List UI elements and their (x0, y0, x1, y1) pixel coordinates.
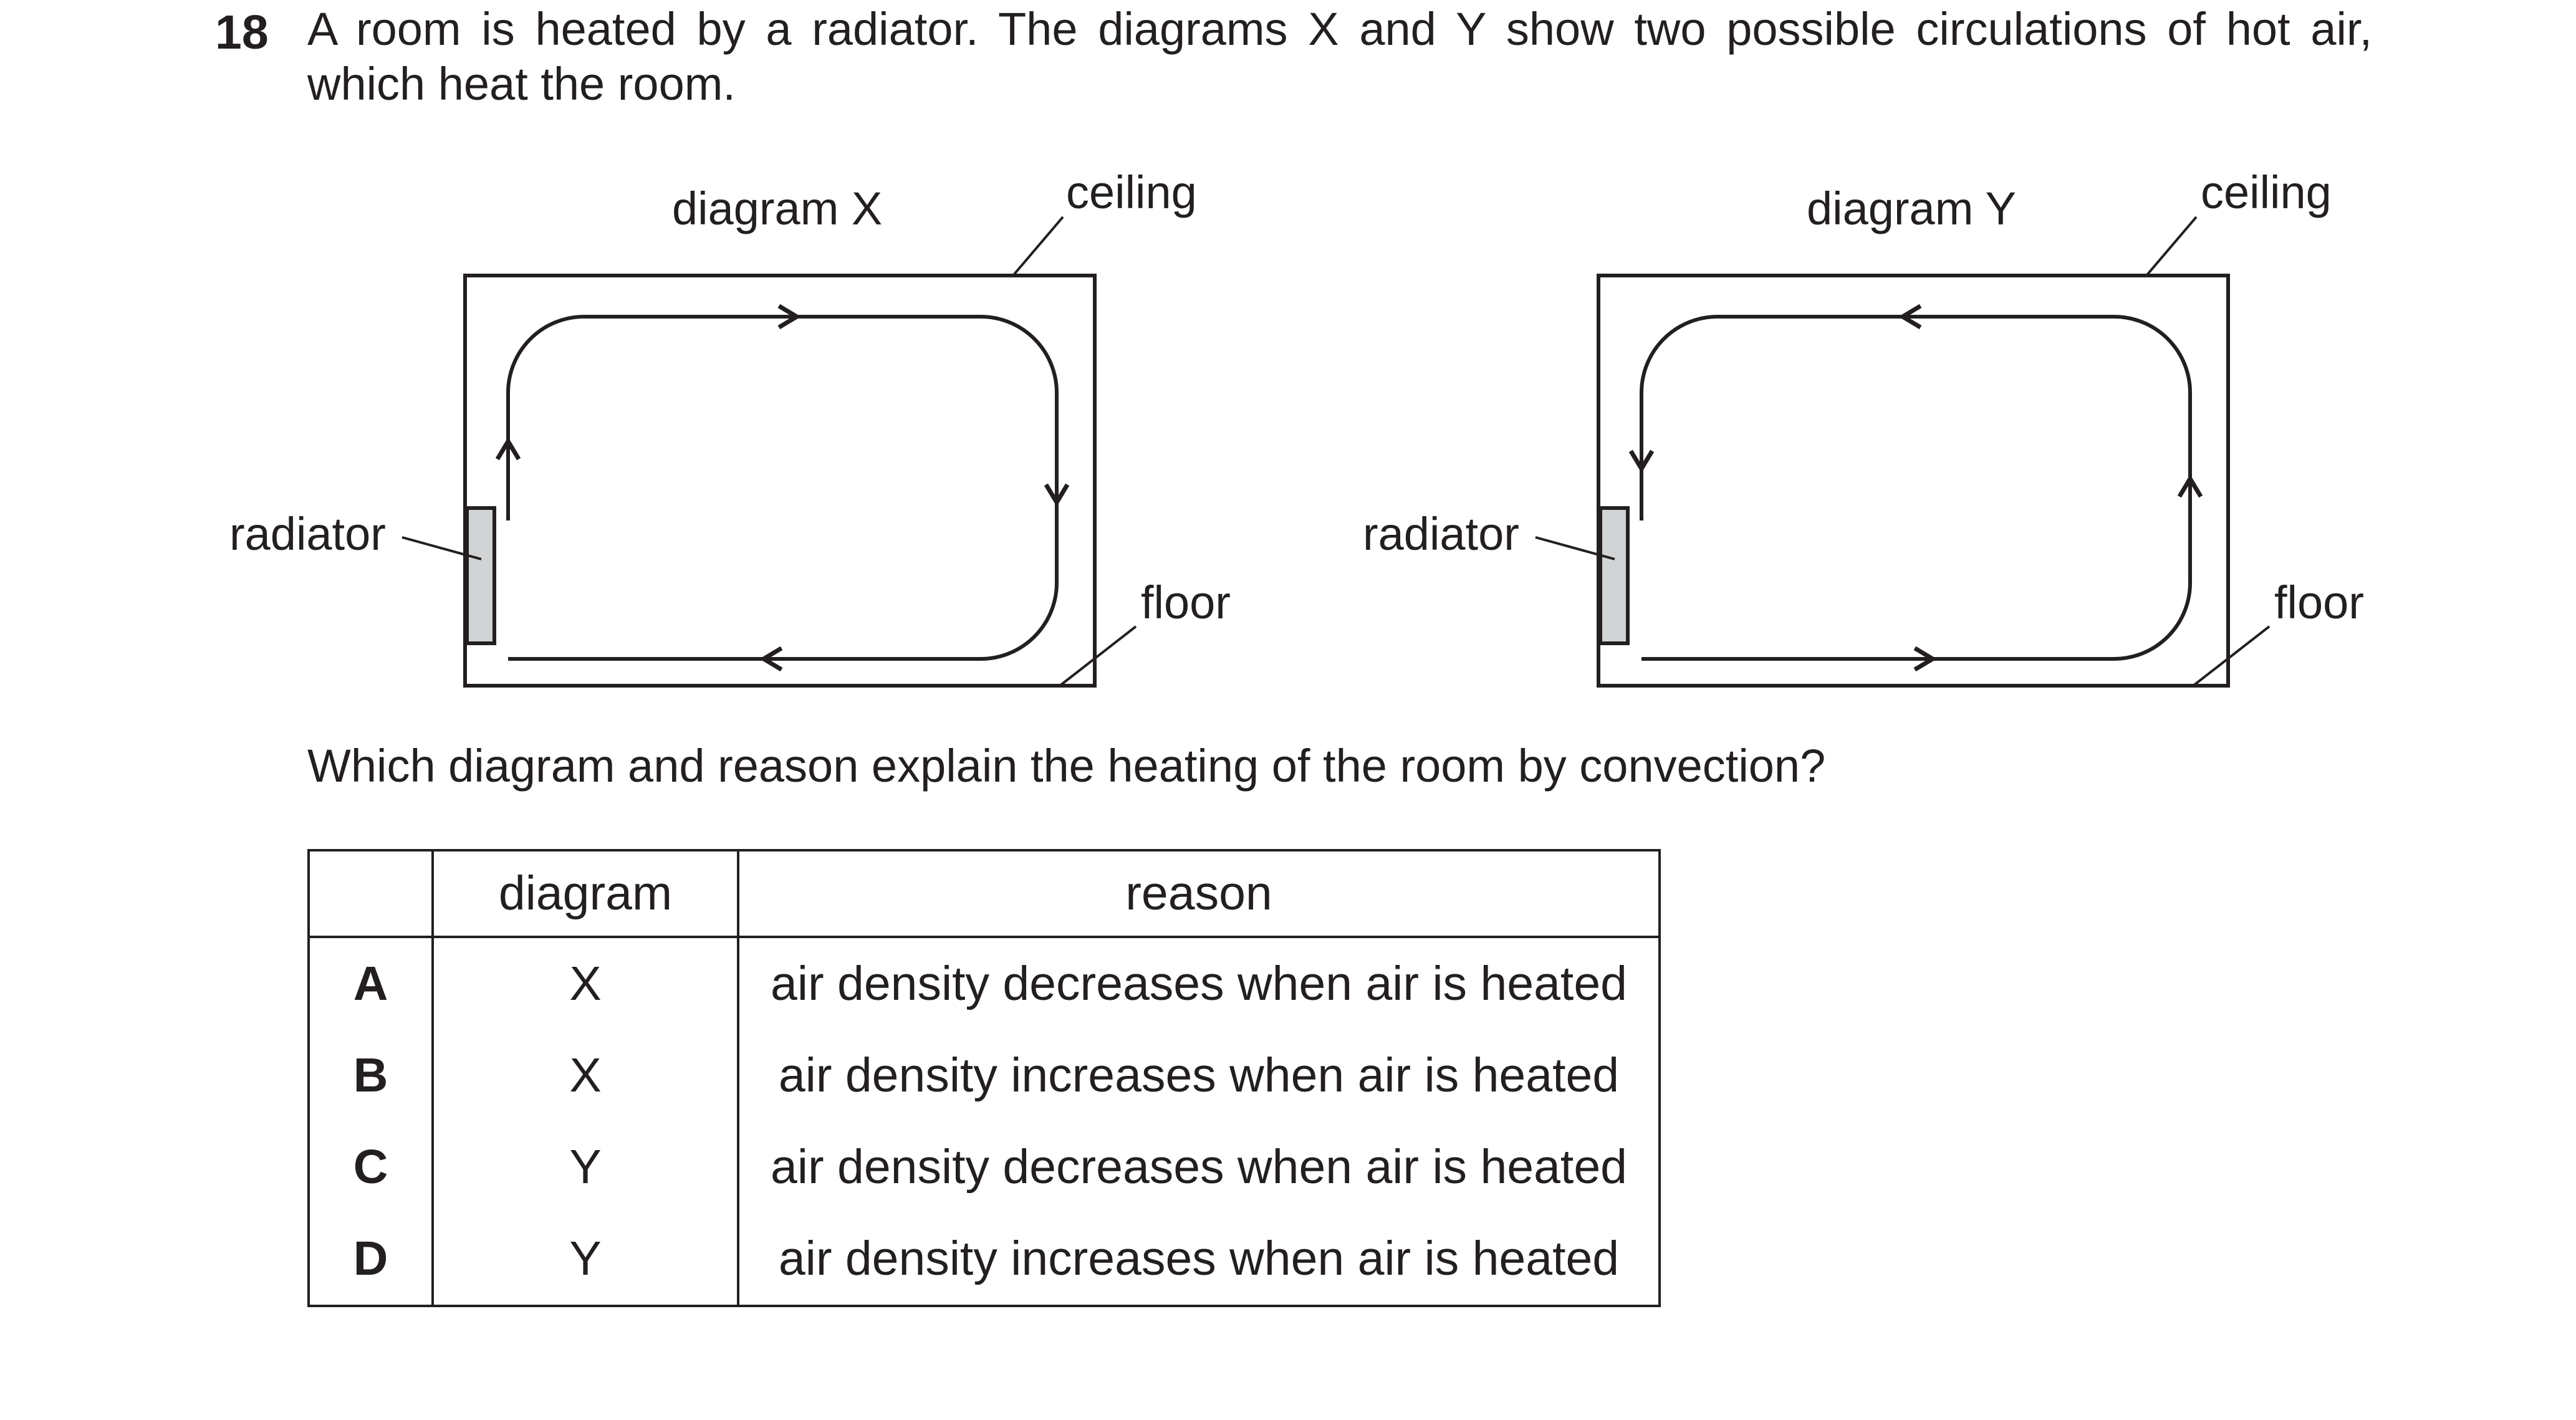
answer-options-table: diagram reason A X air density decreases… (307, 849, 1661, 1307)
radiator-y (1598, 506, 1630, 645)
radiator-leader-y (1535, 536, 1615, 560)
option-diagram: Y (433, 1213, 739, 1306)
option-reason: air density decreases when air is heated (771, 1140, 1627, 1194)
diagram-x (401, 216, 1137, 688)
convection-diagrams (401, 216, 2271, 688)
radiator-leader-x (401, 536, 482, 560)
option-key: C (309, 1121, 434, 1213)
diagram-y-title: diagram Y (1807, 183, 2016, 234)
room-outline-y (1597, 274, 2230, 688)
option-reason: air density increases when air is heated (778, 1048, 1620, 1102)
question-prompt: Which diagram and reason explain the hea… (307, 740, 1826, 792)
header-key (309, 850, 434, 938)
question-text-line-1: A room is heated by a radiator. The diag… (307, 3, 2372, 55)
table-row: B X air density increases when air is he… (309, 1030, 1660, 1121)
floor-leader-y (2192, 625, 2271, 687)
radiator-x (465, 506, 496, 645)
header-diagram: diagram (433, 850, 739, 938)
option-reason: air density decreases when air is heated (771, 957, 1627, 1010)
radiator-label-x: radiator (229, 508, 386, 560)
table-row: C Y air density decreases when air is he… (309, 1121, 1660, 1213)
option-key: D (309, 1213, 434, 1306)
option-key: B (309, 1030, 434, 1121)
ceiling-leader-x (1012, 216, 1064, 277)
floor-leader-x (1059, 625, 1137, 687)
air-circulation-y (1640, 315, 2192, 661)
diagram-y (1535, 216, 2271, 688)
question-number: 18 (215, 6, 269, 59)
diagram-x-title: diagram X (672, 183, 883, 234)
option-diagram: X (433, 1030, 739, 1121)
table-header-row: diagram reason (309, 850, 1660, 938)
option-reason: air density increases when air is heated (778, 1232, 1620, 1285)
ceiling-leader-y (2145, 216, 2198, 277)
radiator-label-y: radiator (1363, 508, 1519, 560)
option-diagram: Y (433, 1121, 739, 1213)
floor-label-x: floor (1141, 577, 1231, 628)
header-reason: reason (738, 850, 1660, 938)
question-text-line-2: which heat the room. (307, 58, 736, 110)
ceiling-label-x: ceiling (1066, 166, 1197, 218)
option-diagram: X (433, 937, 739, 1030)
option-key: A (309, 937, 434, 1030)
air-circulation-x (506, 315, 1059, 661)
table-row: D Y air density increases when air is he… (309, 1213, 1660, 1306)
room-outline-x (463, 274, 1097, 688)
floor-label-y: floor (2274, 577, 2364, 628)
table-row: A X air density decreases when air is he… (309, 937, 1660, 1030)
ceiling-label-y: ceiling (2201, 166, 2332, 218)
